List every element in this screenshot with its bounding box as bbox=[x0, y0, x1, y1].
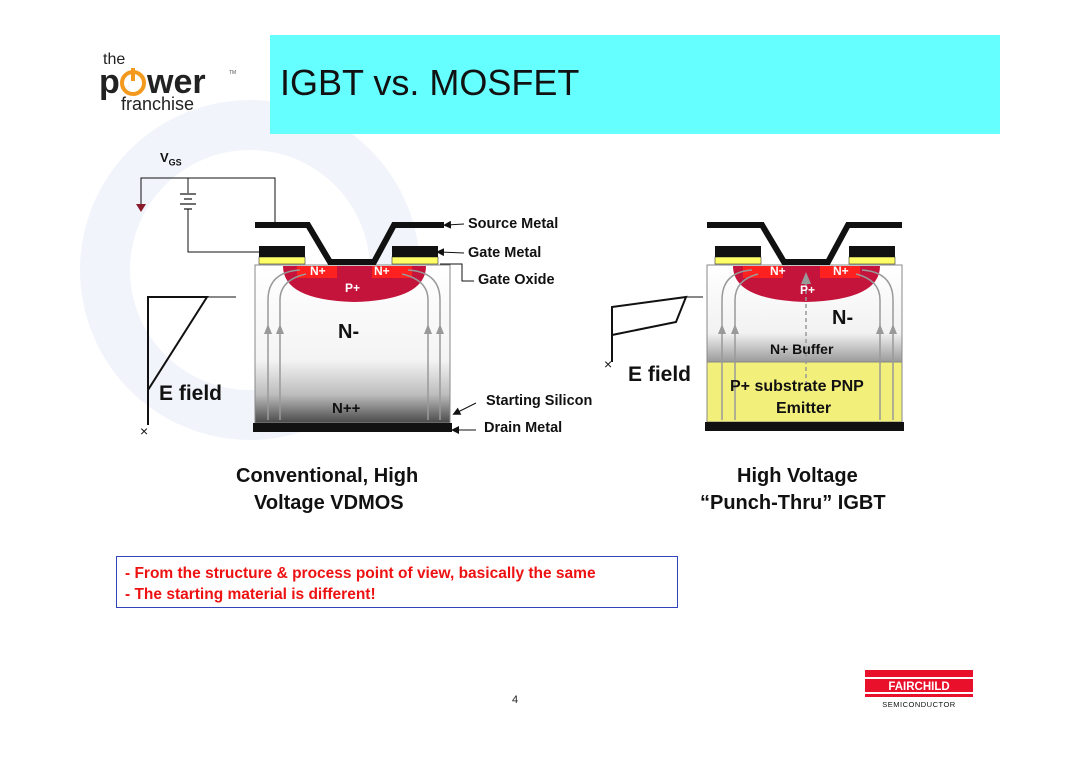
x-axis-mark: × bbox=[140, 423, 149, 439]
fairchild-sub: SEMICONDUCTOR bbox=[882, 700, 956, 709]
ground-arrow-icon bbox=[136, 204, 146, 212]
vgs-wire-gate bbox=[187, 214, 259, 253]
igbt-n-plus-right-region bbox=[820, 266, 860, 278]
n-buffer-label: N+ Buffer bbox=[770, 341, 834, 357]
igbt-caption-line2: “Punch-Thru” IGBT bbox=[700, 492, 886, 514]
n-plus-left-label: N+ bbox=[310, 264, 326, 278]
current-path-3 bbox=[401, 273, 429, 420]
logo-line2b: wer bbox=[146, 63, 206, 101]
page-number: 4 bbox=[512, 694, 519, 706]
title-bar bbox=[270, 35, 1000, 134]
igbt-caption-line1: High Voltage bbox=[737, 465, 858, 487]
source-metal-line bbox=[255, 222, 444, 265]
gate-oxide-pointer bbox=[440, 263, 474, 282]
igbt-source-metal-line bbox=[707, 222, 902, 265]
e-field-plot bbox=[147, 296, 209, 391]
igbt-e-field-plot bbox=[611, 295, 688, 362]
substrate-label-line2: Emitter bbox=[776, 400, 832, 417]
slide-title: IGBT vs. MOSFET bbox=[280, 62, 580, 103]
drain-metal-label: Drain Metal bbox=[484, 420, 563, 436]
fairchild-name: FAIRCHILD bbox=[888, 681, 949, 693]
source-metal-label: Source Metal bbox=[468, 216, 559, 232]
logo-line2a: p bbox=[99, 63, 120, 101]
gate-metal-label: Gate Metal bbox=[468, 245, 542, 261]
starting-silicon-pointer bbox=[452, 402, 477, 415]
substrate-label-line1: P+ substrate PNP bbox=[730, 378, 864, 395]
power-franchise-logo: the p wer TM franchise bbox=[99, 51, 236, 114]
logo-line3: franchise bbox=[121, 94, 194, 114]
igbt-n-plus-right-label: N+ bbox=[833, 264, 849, 278]
n-minus-label: N- bbox=[338, 321, 360, 343]
fairchild-logo: FAIRCHILD SEMICONDUCTOR bbox=[865, 670, 973, 709]
igbt-p-plus-label: P+ bbox=[800, 283, 816, 297]
gate-metal-left bbox=[259, 246, 305, 257]
igbt-n-plus-left-label: N+ bbox=[770, 264, 786, 278]
igbt-n-minus-label: N- bbox=[832, 307, 854, 329]
n-plusplus-label: N++ bbox=[332, 400, 361, 417]
e-field-label: E field bbox=[159, 382, 223, 405]
p-plus-label: P+ bbox=[345, 281, 361, 295]
gate-oxide-right bbox=[391, 256, 439, 265]
gate-metal-pointer bbox=[436, 248, 465, 257]
drain-metal-bar bbox=[253, 423, 452, 432]
collector-metal-bar bbox=[705, 422, 904, 431]
vdmos-caption-line1: Conventional, High bbox=[236, 465, 419, 487]
vgs-label: VGS bbox=[160, 150, 182, 168]
gate-oxide-left bbox=[258, 256, 306, 265]
current-path-4 bbox=[407, 269, 441, 420]
bullet-1: - From the structure & process point of … bbox=[125, 565, 596, 582]
n-plus-left-region bbox=[297, 266, 337, 278]
gate-oxide-label: Gate Oxide bbox=[478, 272, 555, 288]
logo-tm: TM bbox=[229, 70, 236, 76]
source-metal-pointer bbox=[443, 220, 465, 229]
gate-metal-right bbox=[392, 246, 438, 257]
summary-box: - From the structure & process point of … bbox=[116, 556, 678, 608]
bullet-2: - The starting material is different! bbox=[125, 586, 376, 603]
igbt-gate-metal-right bbox=[849, 246, 895, 257]
vdmos-structure bbox=[136, 177, 477, 434]
current-path-1 bbox=[267, 269, 301, 420]
igbt-structure bbox=[611, 222, 904, 431]
vdmos-caption-line2: Voltage VDMOS bbox=[254, 492, 404, 514]
igbt-gate-metal-left bbox=[715, 246, 761, 257]
starting-silicon-label: Starting Silicon bbox=[486, 393, 593, 409]
logo-line1: the bbox=[103, 51, 125, 68]
igbt-x-axis-mark: × bbox=[604, 356, 613, 372]
n-plus-right-label: N+ bbox=[374, 264, 390, 278]
igbt-e-field-label: E field bbox=[628, 363, 692, 386]
vgs-wire-top bbox=[140, 177, 276, 225]
current-path-2 bbox=[279, 273, 307, 420]
n-plus-right-region bbox=[372, 266, 412, 278]
